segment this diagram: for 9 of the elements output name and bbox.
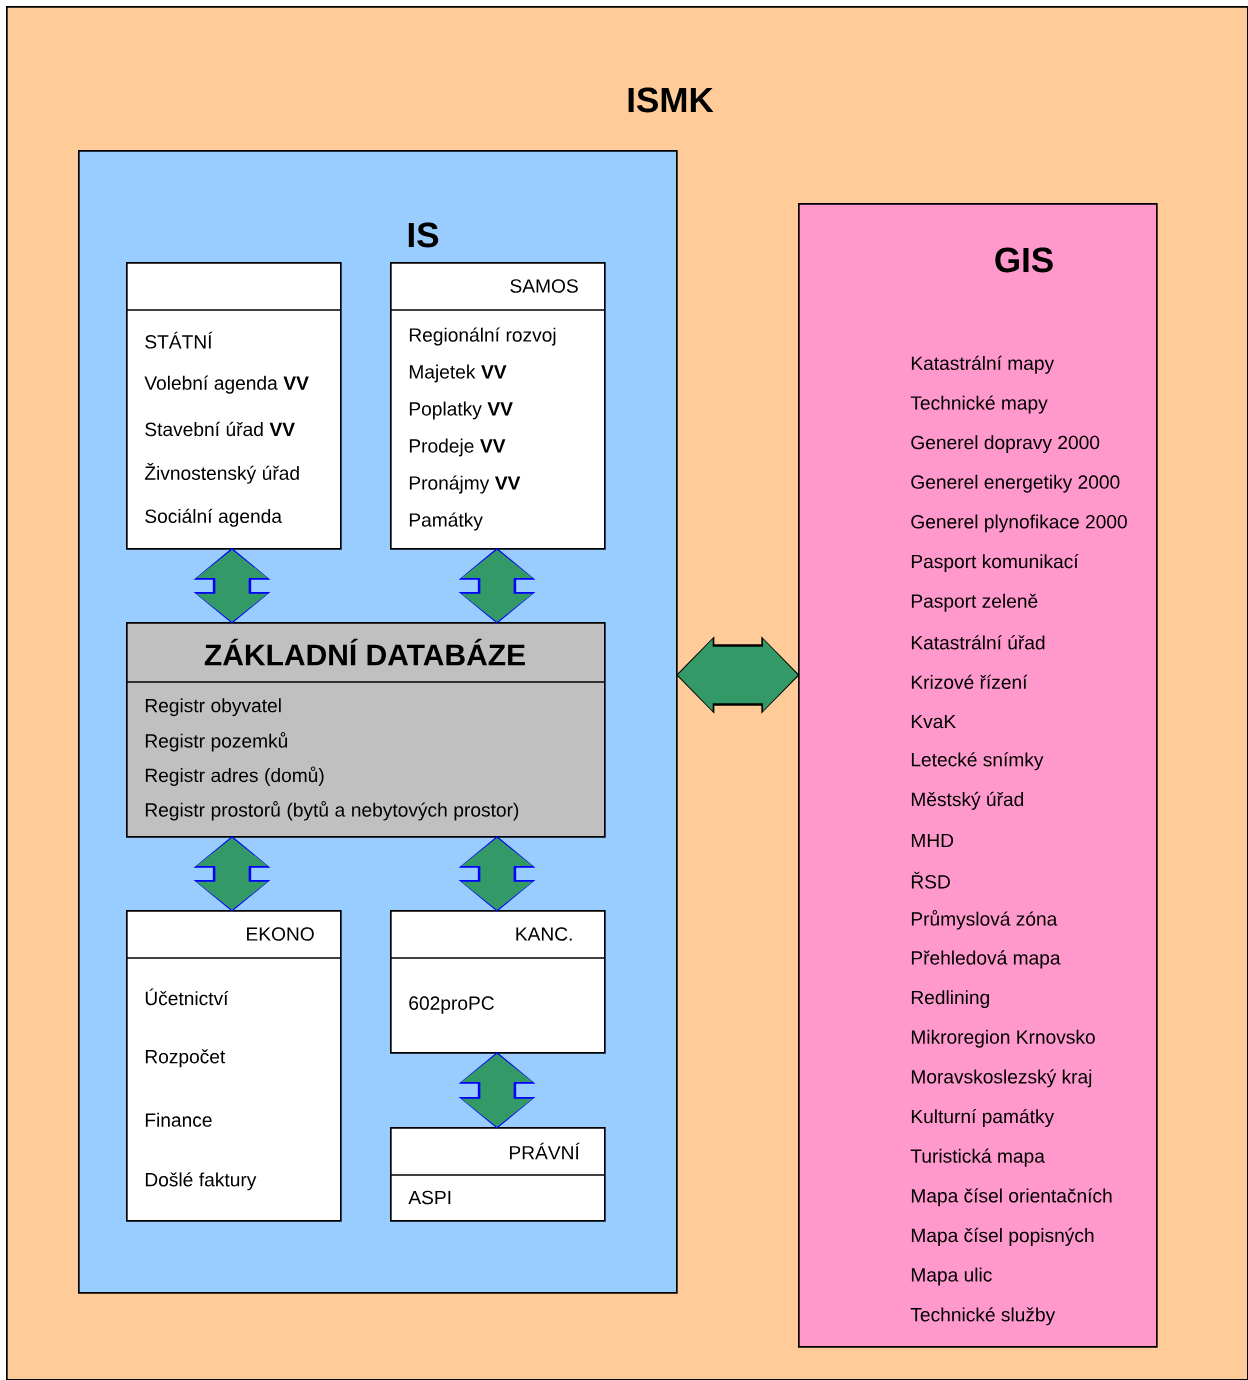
module-box: SAMOS Regionální rozvoj Majetek VV Poplatky VV Prodeje VV Pronájmy VV Památky <box>389 262 606 550</box>
module-box: EKONO Účetnictví Rozpočet Finance Došlé faktury <box>125 910 342 1222</box>
module-box: KANC. 602proPC <box>389 910 606 1054</box>
module-box: PRÁVNÍ ASPI <box>389 1127 606 1222</box>
layer-list-box: GIS Katastrální mapy Technické mapy Generel dopravy 2000 Generel energetiky 2000 Generel plynofikace 2000 Pasport komunikací Pasport zeleně Katastrální úřad Krizové řízení KvaK Letecké snímky Městský úřad MHD ŘSD Průmyslová zóna Přehledová mapa Redlining Mikroregion Krnovsko Moravskoslezský kraj Kulturní památky Turistická mapa Mapa čísel orientačních Mapa čísel popisných Mapa ulic Technické služby <box>798 203 1158 1348</box>
module-box: STÁTNÍ Volební agenda VV Stavební úřad VV Živnostenský úřad Sociální agenda <box>125 262 342 550</box>
panel-title: ISMK <box>628 87 714 113</box>
database-box: ZÁKLADNÍ DATABÁZE Registr obyvatel Registr pozemků Registr adres (domů) Registr prostorů (bytů a nebytových prostor) <box>125 622 606 838</box>
panel-title: IS <box>408 222 439 248</box>
